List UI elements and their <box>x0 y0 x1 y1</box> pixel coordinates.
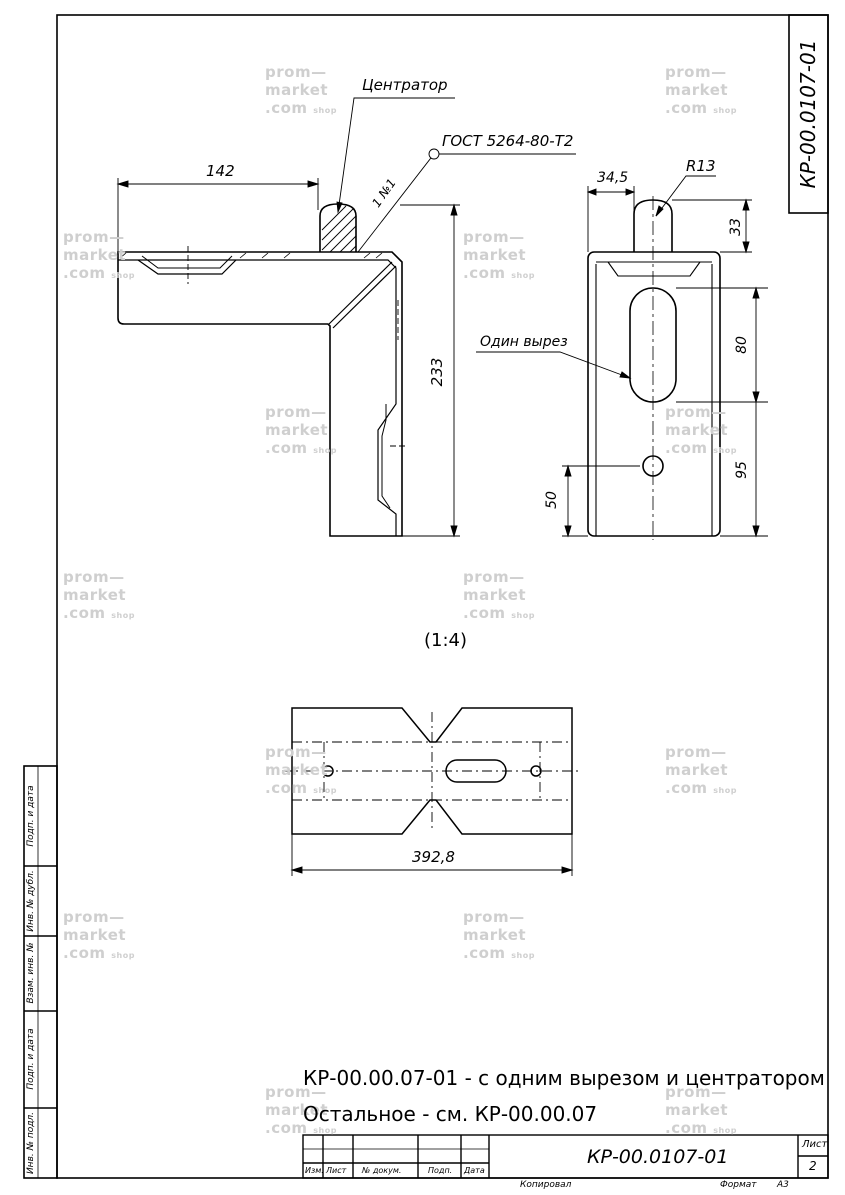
col-sign: Подп. <box>428 1166 453 1175</box>
watermark: prom—market.com shop <box>665 1083 737 1137</box>
title-block <box>302 1134 829 1179</box>
dimension-50: 50 <box>544 491 560 509</box>
cutout-label: Один вырез <box>480 334 568 350</box>
copied-label: Копировал <box>520 1180 572 1190</box>
dimension-95: 95 <box>734 461 750 479</box>
watermark: prom—market.com shop <box>63 568 135 622</box>
gost-label: ГОСТ 5264-80-Т2 <box>442 132 574 150</box>
side-field-vzam-inv: Взам. инв. № <box>26 942 36 1004</box>
front-dimensions <box>116 97 576 538</box>
watermark: prom—market.com shop <box>463 228 535 282</box>
watermark: prom—market.com shop <box>265 743 337 797</box>
watermark: prom—market.com shop <box>265 403 337 457</box>
flat-dimension <box>290 834 574 876</box>
col-doc: № докум. <box>362 1166 402 1175</box>
col-izm: Изм. <box>305 1166 324 1175</box>
format-label: Формат <box>720 1180 757 1190</box>
dimension-34-5: 34,5 <box>597 170 629 186</box>
watermark: prom—market.com shop <box>63 908 135 962</box>
format-value: А3 <box>777 1180 789 1190</box>
side-field-inv-podl: Инв. № подл. <box>26 1111 36 1175</box>
dimension-233: 233 <box>428 357 446 387</box>
side-field-sign-date-1: Подп. и дата <box>26 785 36 847</box>
note-line-1: КР-00.00.07-01 - с одним вырезом и центр… <box>303 1066 825 1090</box>
side-dimensions <box>476 175 768 538</box>
centrator-label: Центратор <box>362 76 448 94</box>
dimension-142: 142 <box>206 162 235 180</box>
drawing-code-rotated: КР-00.0107-01 <box>796 39 820 189</box>
watermark: prom—market.com shop <box>265 1083 337 1137</box>
watermark: prom—market.com shop <box>665 63 737 117</box>
watermark: prom—market.com shop <box>63 228 135 282</box>
note-line-2: Остальное - см. КР-00.00.07 <box>303 1102 598 1126</box>
watermark: prom—market.com shop <box>463 568 535 622</box>
title-block-code: КР-00.0107-01 <box>587 1146 729 1168</box>
watermark: prom—market.com shop <box>665 403 737 457</box>
dimension-33: 33 <box>728 218 744 236</box>
dimension-392-8: 392,8 <box>412 848 455 866</box>
code-box <box>788 14 829 214</box>
scale-label: (1:4) <box>424 630 468 651</box>
watermark: prom—market.com shop <box>665 743 737 797</box>
col-date: Дата <box>464 1166 485 1175</box>
side-field-sign-date-2: Подп. и дата <box>26 1028 36 1090</box>
dimension-r13: R13 <box>686 157 716 175</box>
watermark: prom—market.com shop <box>463 908 535 962</box>
side-view <box>587 196 721 540</box>
dimension-80: 80 <box>734 336 750 354</box>
col-list: Лист <box>326 1166 347 1175</box>
side-strip <box>23 765 58 1179</box>
sheet-label: Лист <box>802 1139 828 1150</box>
sheet-number: 2 <box>809 1159 817 1173</box>
front-view <box>117 203 408 537</box>
side-field-inv-dubl: Инв. № дубл. <box>26 870 36 932</box>
watermark: prom—market.com shop <box>265 63 337 117</box>
drawing-frame <box>56 14 829 1179</box>
